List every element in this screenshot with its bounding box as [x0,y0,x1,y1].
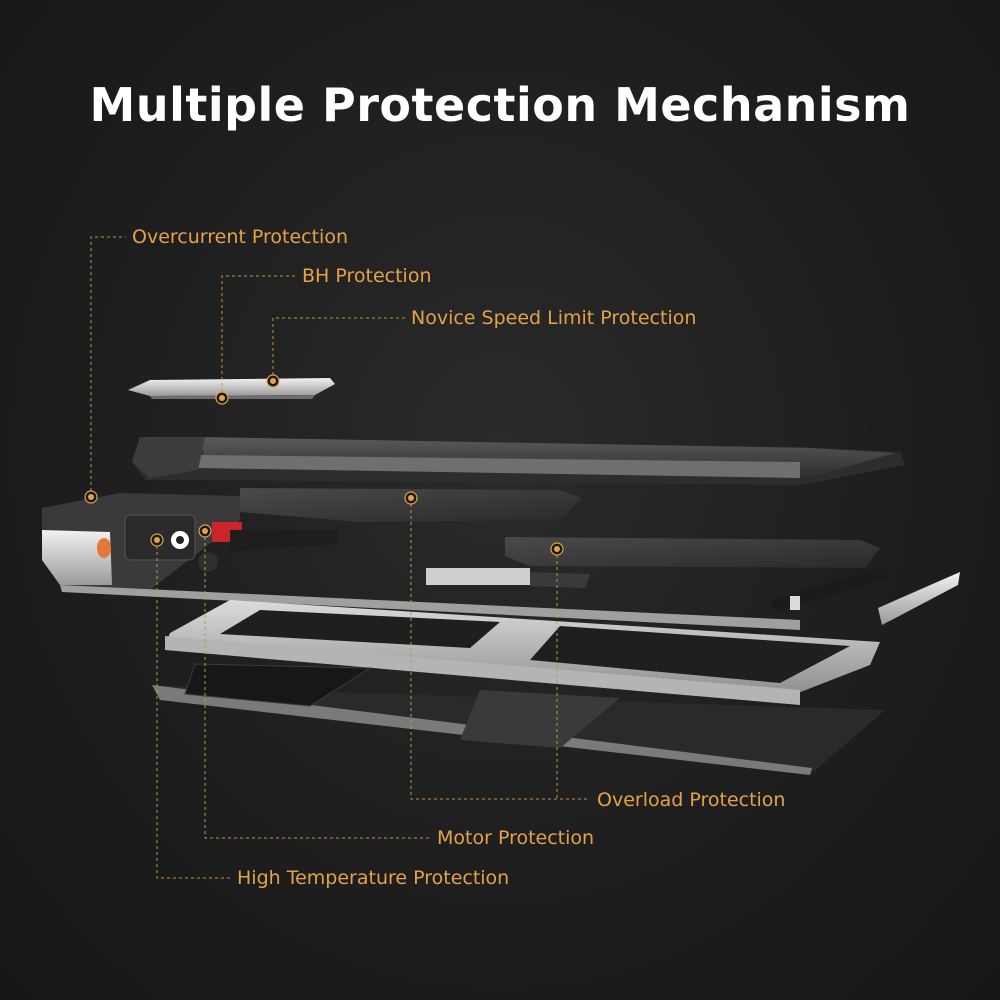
main-frame [165,600,880,705]
novice-speed-limit-label: Novice Speed Limit Protection [411,307,697,329]
high-temperature-protection-label: High Temperature Protection [237,867,510,889]
bottom-tray [152,663,885,775]
overcurrent-marker [84,490,98,504]
bh-protection-label: BH Protection [302,265,432,287]
control-boards [240,488,880,588]
overload-marker-2 [550,542,564,556]
page-title: Multiple Protection Mechanism [89,78,911,132]
motor-housing [42,493,338,590]
overload-marker-1 [404,491,418,505]
side-rail [60,585,800,630]
callout-markers [84,374,564,556]
leader-lines [90,236,590,879]
bh-marker [215,391,229,405]
high-temperature-marker [150,533,164,547]
motor-protection-label: Motor Protection [437,827,595,849]
motor-marker [198,524,212,538]
rear-roller [770,567,960,625]
running-belt [132,437,905,485]
top-cover-plate [128,378,335,399]
overcurrent-protection-label: Overcurrent Protection [132,226,348,248]
overload-protection-label: Overload Protection [597,789,786,811]
novice-speed-marker [266,374,280,388]
